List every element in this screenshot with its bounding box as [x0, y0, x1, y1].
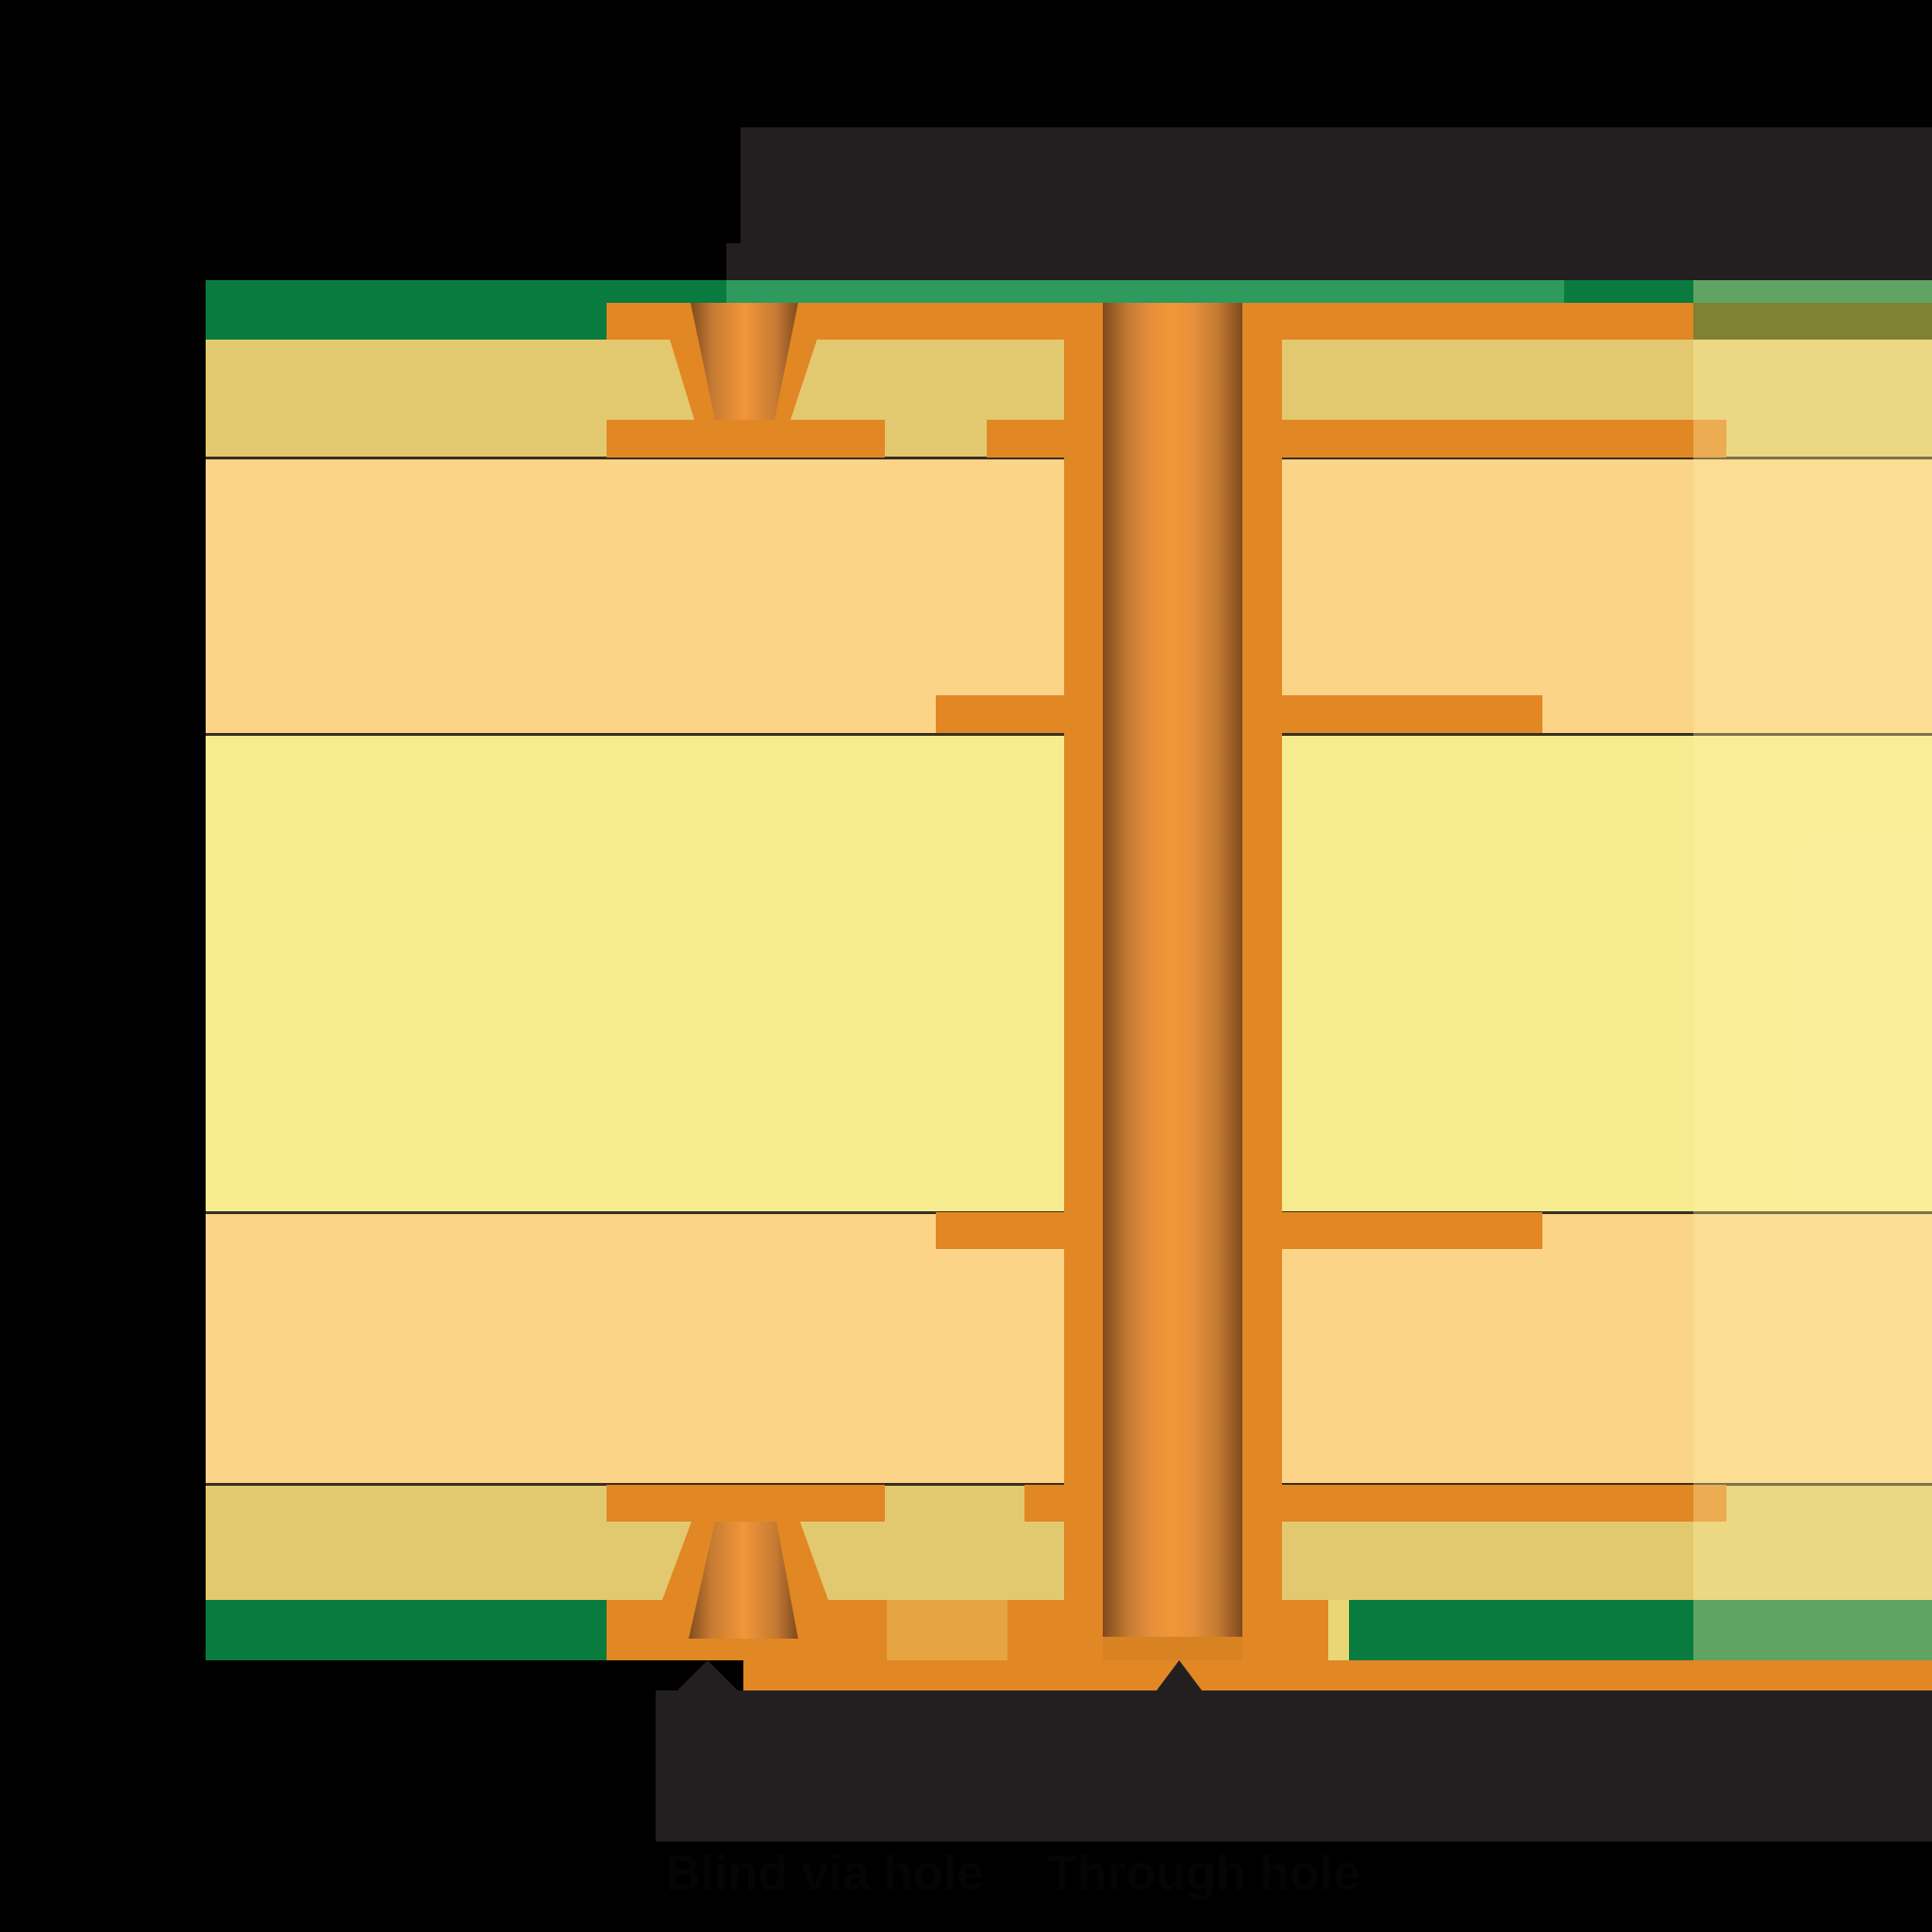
solder-mask-bottom-right [1349, 1600, 1932, 1660]
bottom-label-pointer-left [670, 1660, 745, 1698]
bottom-label-right: Through hole [1047, 1846, 1361, 1901]
top-label-block-step [726, 243, 745, 280]
copper-inner-stub-upper-left [936, 695, 1068, 733]
microvia-top [670, 303, 817, 420]
through-hole-wall-right [1242, 303, 1282, 1642]
top-label-block [741, 127, 1932, 280]
copper-bottom-strip [743, 1660, 1932, 1690]
pale-fill-gap [1328, 1600, 1349, 1660]
through-hole-wall-left [1064, 303, 1104, 1642]
copper-top-pad-right [1281, 303, 1726, 340]
copper-layer5-left [607, 1485, 885, 1522]
copper-layer2-right [1281, 420, 1726, 458]
copper-layer5-right [1281, 1485, 1726, 1522]
bottom-label-block [656, 1690, 1932, 1841]
pcb-cross-section [206, 280, 1932, 1690]
copper-inner-stub-lower-left [936, 1212, 1068, 1249]
microvia-bottom [662, 1522, 828, 1639]
through-hole-bottom-plug [1103, 1637, 1242, 1660]
solder-mask-top-highlight [726, 280, 1564, 303]
copper-inner-stub-upper-right [1281, 695, 1542, 733]
through-hole-barrel [1103, 303, 1242, 1637]
bottom-label-pointer-right [1151, 1660, 1208, 1698]
copper-bottom-pad-faded [887, 1600, 1008, 1660]
copper-layer2-left [607, 420, 885, 458]
bottom-label-left: Blind via hole [665, 1846, 985, 1901]
faded-region-right [1693, 280, 1932, 1660]
faded-mask-top-right [1693, 303, 1932, 340]
copper-inner-stub-lower-right [1281, 1212, 1542, 1249]
